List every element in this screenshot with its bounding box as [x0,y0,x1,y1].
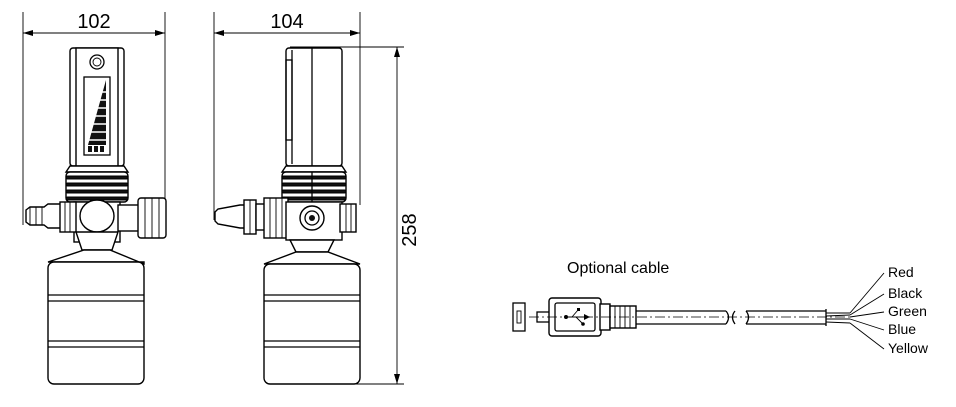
bottle [47,249,145,385]
indicator-lamp-icon [89,54,105,70]
dimension-width-front: 102 [22,11,166,225]
wire-label-yellow: Yellow [888,340,929,356]
side-hose-barb [214,204,247,229]
valve-sphere [79,199,115,233]
optional-cable: Optional cable [512,260,929,356]
side-housing [285,47,343,167]
dimension-label-258: 258 [399,213,421,246]
wire-fanout [825,272,885,350]
dimension-width-side: 104 [213,11,361,220]
dimension-label-104: 104 [270,11,303,33]
wire-label-red: Red [888,264,914,280]
side-view: 104 258 [213,11,421,385]
valve-body [25,197,167,251]
cable-title: Optional cable [567,260,669,277]
dimension-height: 258 [290,46,421,385]
side-ribbed-neck [280,165,348,203]
hose-barb-inlet [25,203,63,229]
side-bottle [263,251,361,385]
display-window [83,76,111,156]
front-view: 102 [22,11,167,385]
side-valve-body [214,197,357,253]
wire-label-black: Black [888,285,923,301]
dimension-label-102: 102 [77,11,110,33]
cable-line [636,309,827,326]
wire-label-green: Green [888,303,927,319]
usb-socket-icon [512,302,526,332]
wire-label-blue: Blue [888,321,916,337]
ribbed-neck [64,165,130,203]
bar-graph-icon [88,80,108,152]
